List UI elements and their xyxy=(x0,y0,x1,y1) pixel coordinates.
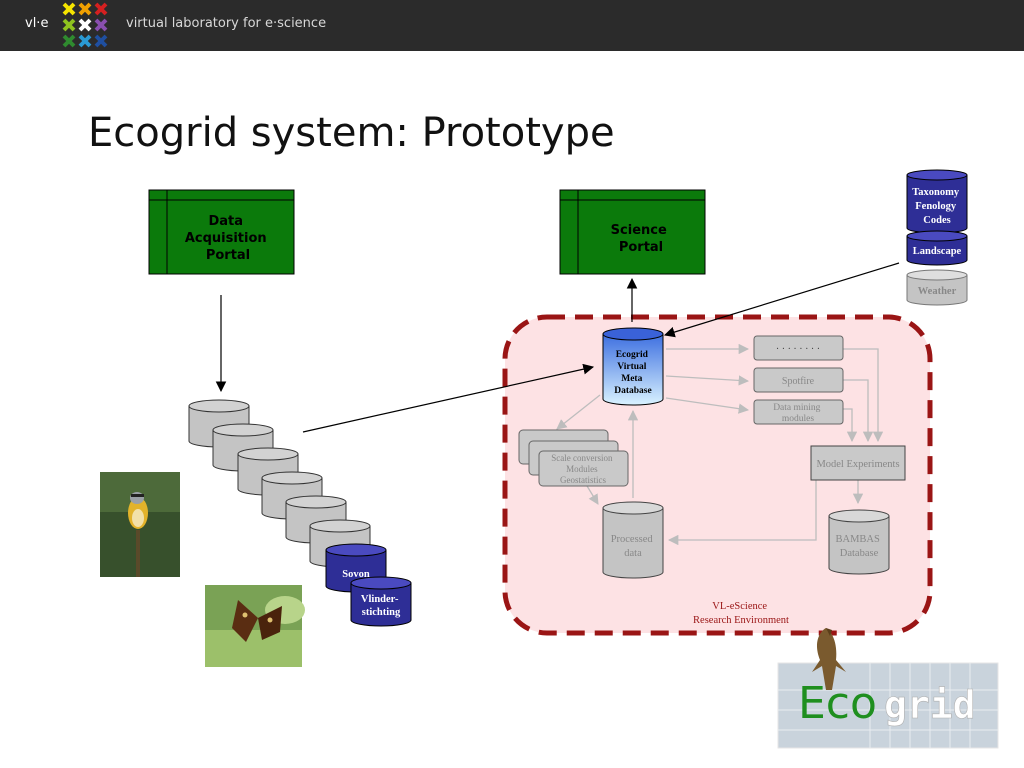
slide-title: Ecogrid system: Prototype xyxy=(88,110,615,156)
model-experiments-box: Model Experiments xyxy=(810,445,906,481)
landscape-database: Landscape xyxy=(906,230,968,266)
arrow-sources-to-vmd xyxy=(302,363,595,433)
environment-label: VL-eScience Research Environment xyxy=(693,601,789,626)
environment-arrows xyxy=(556,343,884,546)
source-database-stack: Sovon Vlinder- stichting xyxy=(188,399,412,627)
taxonomy-database: Taxonomy Fenology Codes xyxy=(906,169,968,234)
dots-module: · · · · · · · · xyxy=(753,335,844,361)
spotfire-module: Spotfire xyxy=(753,367,844,393)
ecogrid-logo: Eco grid xyxy=(777,628,999,749)
svg-text:Data mining modules: Data mining modules xyxy=(773,403,823,424)
bambas-database: BAMBAS Database xyxy=(828,509,890,575)
scale-conversion-modules: Scale conversion Modules Geostatistics xyxy=(518,429,629,487)
svg-text:Model Experiments: Model Experiments xyxy=(816,459,899,470)
svg-text:Processed data: Processed data xyxy=(611,534,656,559)
vle-logo-icon xyxy=(62,2,108,48)
butterfly-photo xyxy=(205,585,305,667)
brand-short: vl·e xyxy=(25,16,49,31)
svg-text:BAMBAS Database: BAMBAS Database xyxy=(836,534,883,559)
svg-text:Eco: Eco xyxy=(798,678,877,729)
bird-photo xyxy=(100,472,180,577)
processed-data-database: Processed data xyxy=(602,501,664,579)
svg-text:Ecogrid Virtual Me: Ecogrid Virtual Meta Database xyxy=(614,350,651,396)
svg-text:Science Portal: Science Portal xyxy=(611,223,672,255)
data-acquisition-portal: Data Acquisition Portal xyxy=(148,189,295,275)
arrow-landscape-to-vmd xyxy=(663,262,900,338)
brand-long: virtual laboratory for e·science xyxy=(126,16,327,31)
vlinderstichting-database: Vlinder- stichting xyxy=(350,576,412,627)
ecogrid-virtual-meta-database: Ecogrid Virtual Meta Database xyxy=(602,327,664,406)
data-mining-module: Data mining modules xyxy=(753,399,844,425)
svg-text:Scale conversion Modules: Scale conversion Modules Geostatistics xyxy=(551,453,614,485)
science-portal: Science Portal xyxy=(559,189,706,275)
svg-text:Weather: Weather xyxy=(918,286,957,297)
svg-text:Taxonomy Fenology: Taxonomy Fenology Codes xyxy=(912,187,962,226)
top-bar: vl·e virtual laboratory for e·science xyxy=(0,0,1024,51)
svg-text:Landscape: Landscape xyxy=(913,246,962,257)
svg-text:Data Acquisition P: Data Acquisition Portal xyxy=(185,214,271,263)
svg-text:Vlinder- stichting: Vlinder- stichting xyxy=(361,594,401,618)
svg-text:Spotfire: Spotfire xyxy=(782,376,815,387)
svg-text:grid: grid xyxy=(884,683,976,727)
svg-text:· · · · · · · ·: · · · · · · · · xyxy=(776,344,820,355)
svg-text:Sovon: Sovon xyxy=(342,569,370,580)
weather-database: Weather xyxy=(906,269,968,306)
